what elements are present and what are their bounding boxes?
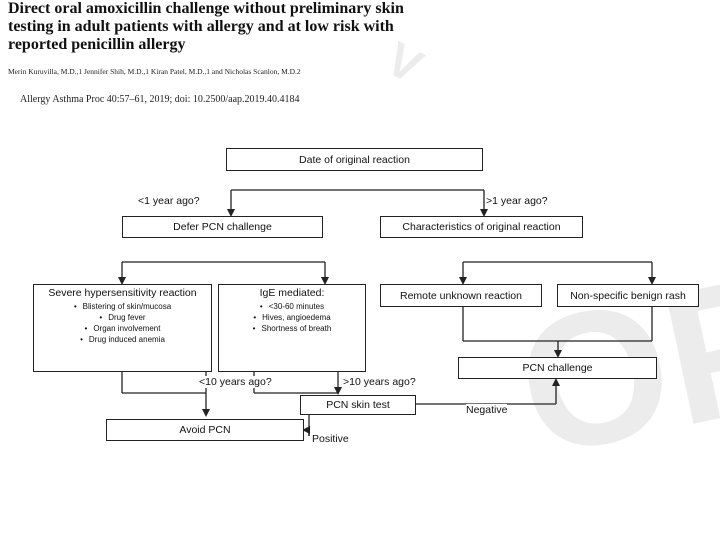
article-citation: Allergy Asthma Proc 40:57–61, 2019; doi:… [20,94,300,105]
node-non-specific-benign-rash: Non-specific benign rash [557,284,699,307]
node-date-of-original-reaction: Date of original reaction [226,148,483,171]
node-ige-mediated: IgE mediated: <30-60 minutes Hives, angi… [218,284,366,372]
label-positive: Positive [312,433,349,445]
severe-item: Organ involvement [34,323,211,334]
severe-item: Drug fever [34,312,211,323]
article-title: Direct oral amoxicillin challenge withou… [8,0,404,53]
severe-title: Severe hypersensitivity reaction [48,287,197,299]
node-severe-hypersensitivity: Severe hypersensitivity reaction Blister… [33,284,212,372]
article-authors: Merin Kuruvilla, M.D.,1 Jennifer Shih, M… [8,67,301,76]
label-less-than-10-years: <10 years ago? [199,376,272,388]
severe-item: Blistering of skin/mucosa [34,301,211,312]
label-negative: Negative [466,404,508,416]
node-defer-pcn-challenge: Defer PCN challenge [122,216,323,238]
node-avoid-pcn: Avoid PCN [106,419,304,441]
node-pcn-challenge: PCN challenge [458,357,657,379]
ige-item: Hives, angioedema [219,312,365,323]
severe-list: Blistering of skin/mucosa Drug fever Org… [34,301,211,345]
ige-list: <30-60 minutes Hives, angioedema Shortne… [219,301,365,334]
label-less-than-1-year: <1 year ago? [138,195,200,207]
severe-item: Drug induced anemia [34,334,211,345]
label-more-than-10-years: >10 years ago? [343,376,416,388]
ige-item: Shortness of breath [219,323,365,334]
node-characteristics: Characteristics of original reaction [380,216,583,238]
ige-item: <30-60 minutes [219,301,365,312]
node-remote-unknown-reaction: Remote unknown reaction [380,284,542,307]
node-pcn-skin-test: PCN skin test [300,395,416,415]
ige-title: IgE mediated: [259,287,325,299]
label-more-than-1-year: >1 year ago? [486,195,548,207]
